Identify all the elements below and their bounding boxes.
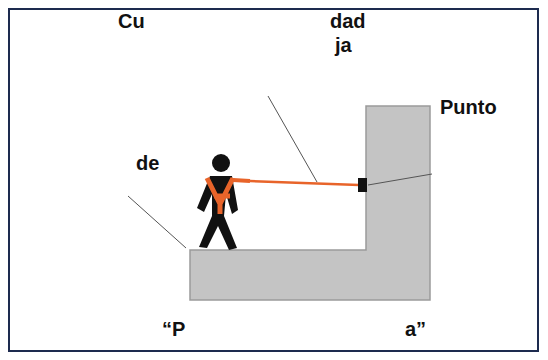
label-text: Punto [440,96,497,118]
label-text: Cu [118,10,145,32]
worker-figure [197,154,250,250]
lanyard [250,181,359,185]
leader-line [268,96,317,182]
leader-line [368,174,432,185]
frame-border [9,9,538,351]
anchor-point [358,178,367,192]
platform-wall [190,106,430,300]
label-text: a” [405,318,426,340]
label-text: ja [335,34,352,56]
leader-line [128,196,186,248]
label-text: “P [162,318,185,340]
label-text: de [136,152,159,174]
label-text: dad [330,10,366,32]
